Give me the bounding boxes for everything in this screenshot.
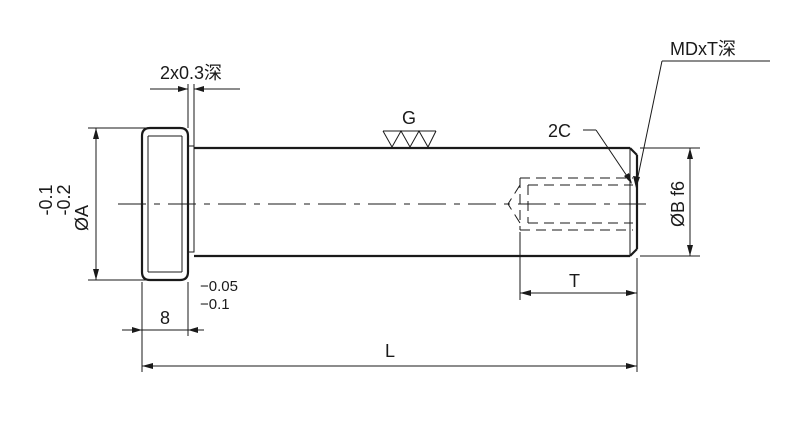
label-shaft-dia: ØB f6 xyxy=(668,181,688,227)
dim-head-len xyxy=(122,282,204,372)
label-head-dia: ØA xyxy=(72,205,92,231)
dim-groove xyxy=(150,84,240,146)
shaft-outline xyxy=(194,146,639,258)
dim-overall-len xyxy=(142,363,637,369)
surface-finish-symbol xyxy=(382,129,437,149)
label-head-len-tol-upper: −0.05 xyxy=(200,278,238,295)
label-overall-len: L xyxy=(385,341,395,361)
dim-head-dia xyxy=(88,127,148,281)
label-finish-g: G xyxy=(402,108,416,128)
chamfer-end-leader xyxy=(583,129,632,184)
label-thread-depth: T xyxy=(569,271,580,291)
label-head-dia-tol-lower: -0.2 xyxy=(54,184,74,215)
label-head-len-tol-lower: −0.1 xyxy=(200,296,230,313)
tapped-hole xyxy=(507,177,633,231)
label-chamfer-groove: 2x0.3深 xyxy=(160,63,222,83)
label-chamfer-end: 2C xyxy=(548,121,571,141)
dim-thread-depth xyxy=(519,232,638,372)
label-head-dia-tol-upper: -0.1 xyxy=(36,184,56,215)
thread-callout-leader xyxy=(633,60,770,188)
label-head-len: 8 xyxy=(160,308,170,328)
label-thread-callout: MDxT深 xyxy=(670,39,736,59)
dim-shaft-dia xyxy=(640,147,700,257)
